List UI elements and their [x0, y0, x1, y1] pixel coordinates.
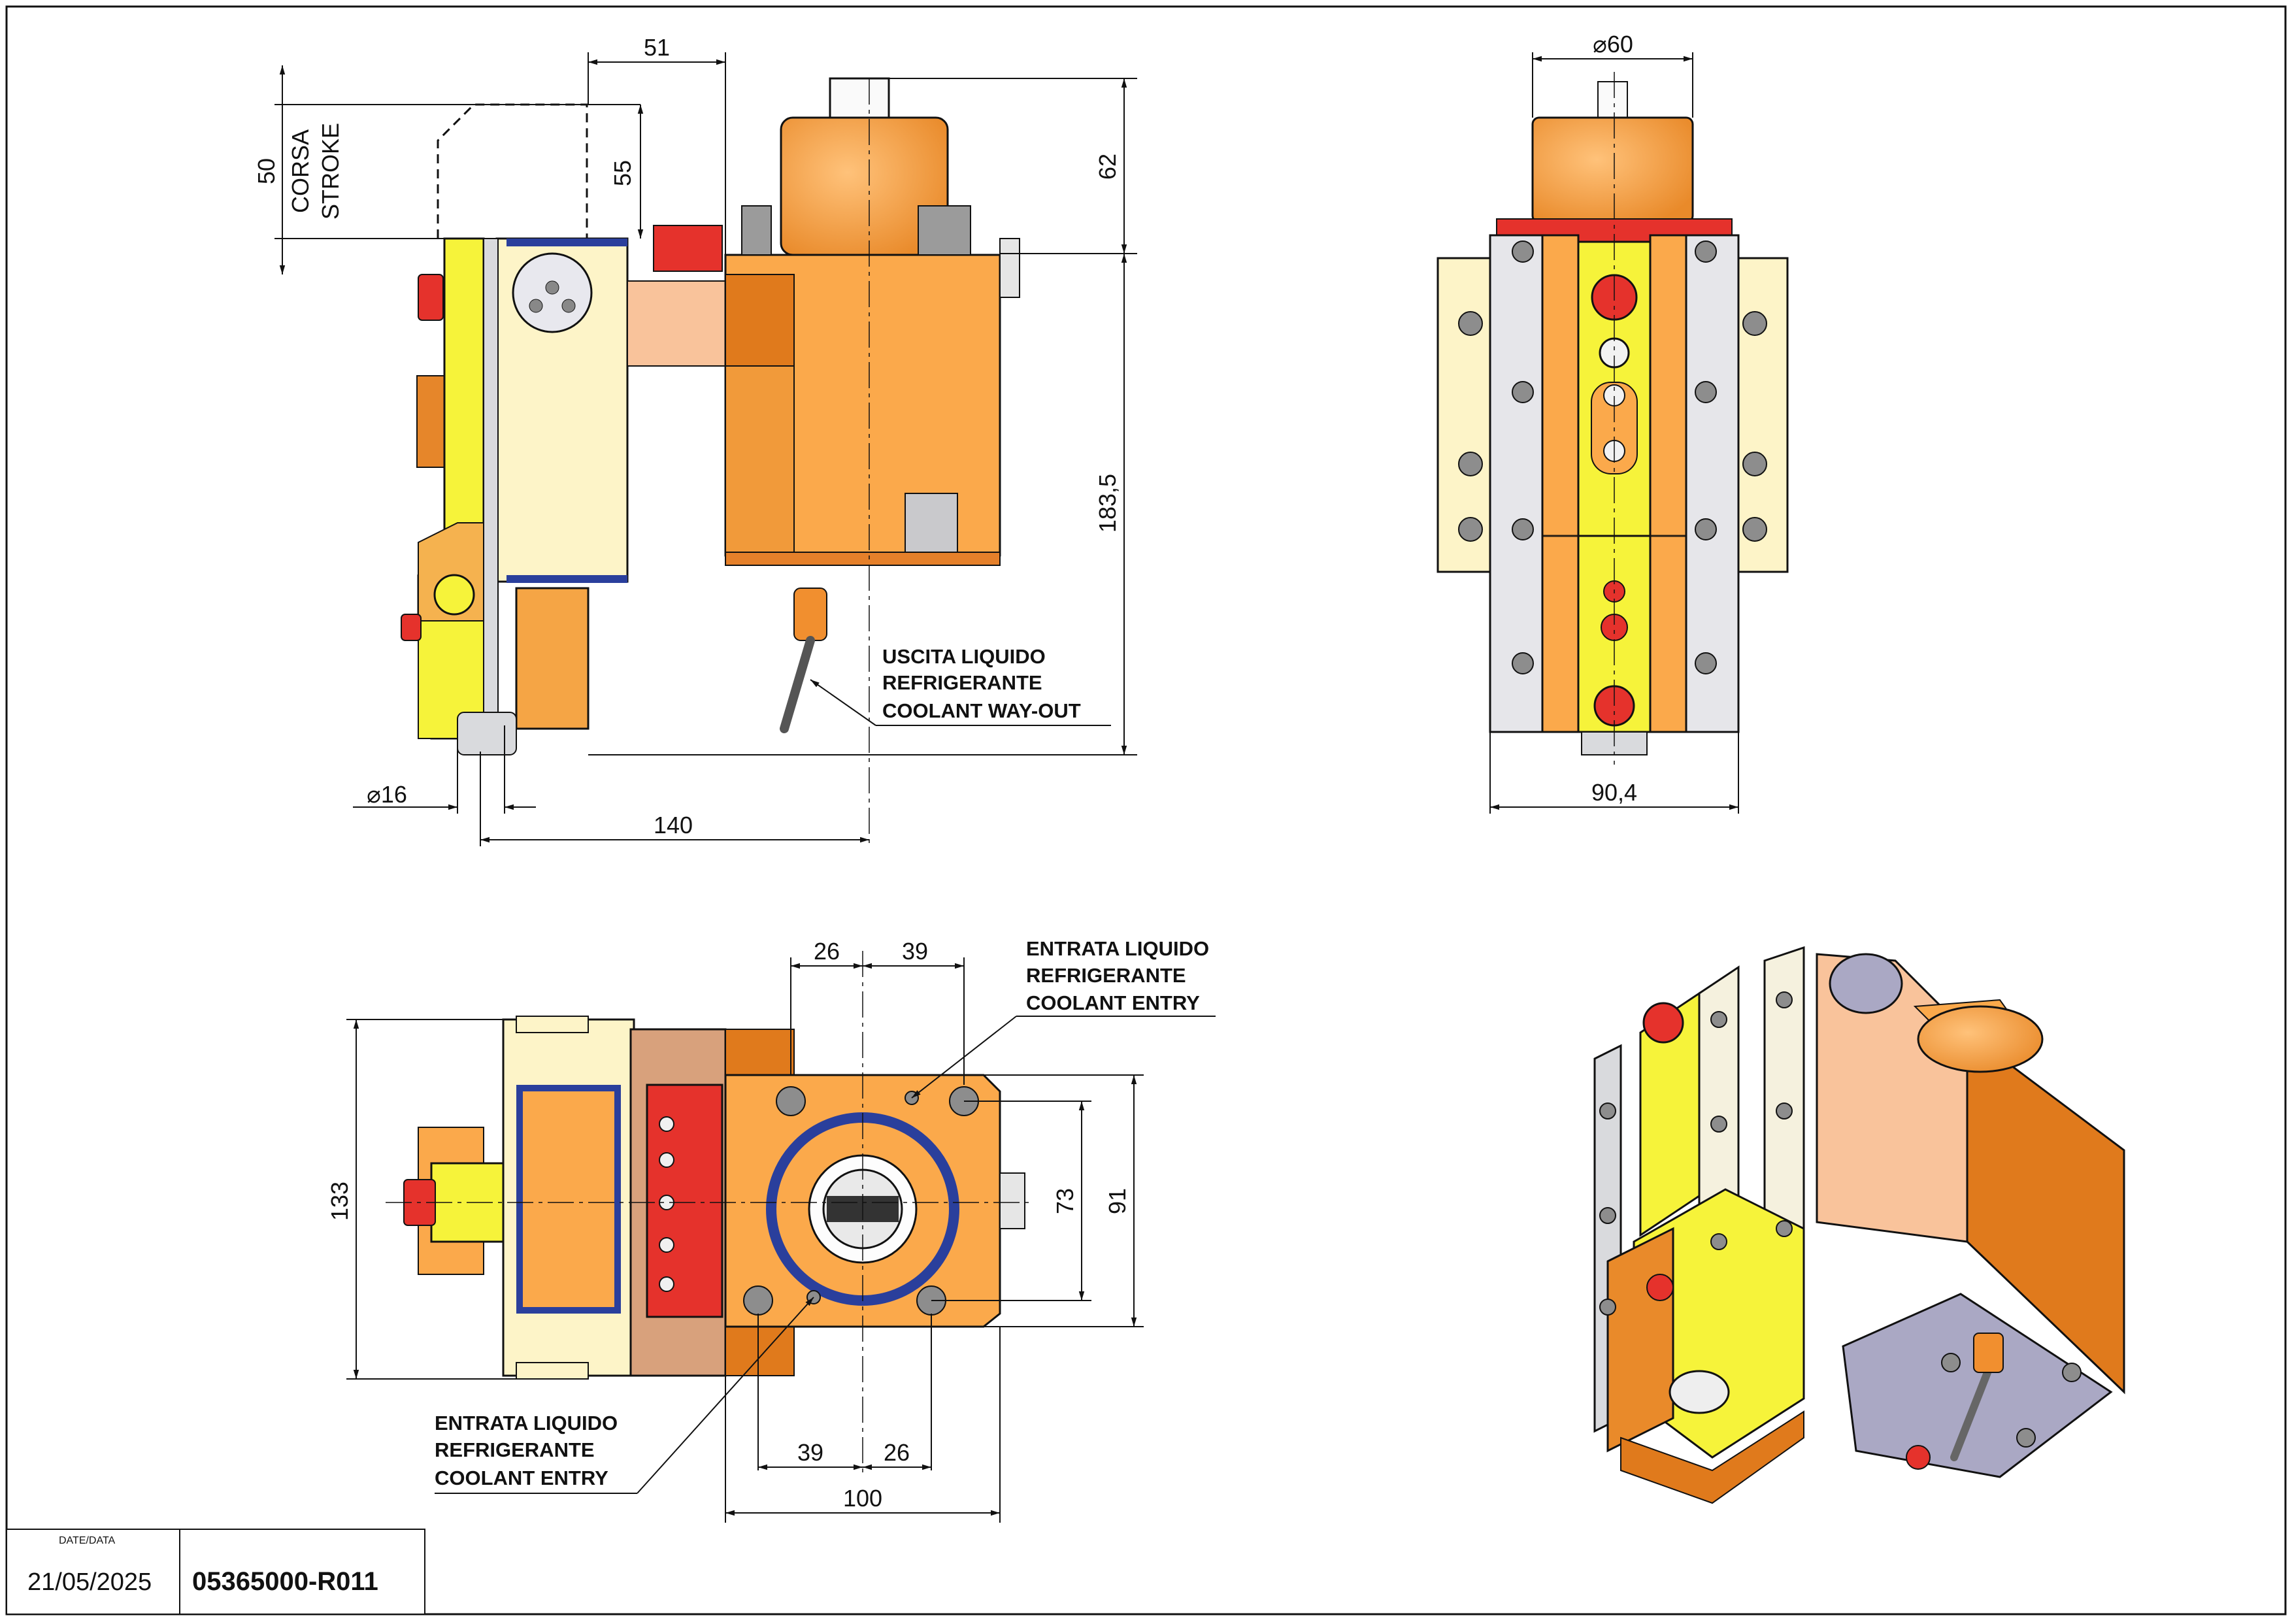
front-top-knob [1597, 81, 1628, 118]
note-coolant-out-2: REFRIGERANTE [882, 671, 1042, 694]
dim-diameter-60: ⌀60 [1593, 31, 1633, 58]
top-cream-blue-inner [516, 1085, 621, 1314]
iso-hose [1950, 1362, 1994, 1461]
dim-133: 133 [326, 1182, 353, 1221]
dim-62: 62 [1094, 154, 1121, 180]
housing-shade [725, 365, 795, 556]
top-red-ladder [646, 1084, 723, 1318]
front-screws [1458, 240, 1767, 674]
blue-band-top [507, 239, 627, 246]
side-tab [416, 375, 445, 468]
iso-screws [1599, 991, 2082, 1448]
bottom-foot [457, 712, 517, 755]
title-block-frame [6, 1529, 425, 1615]
dim-26-top: 26 [814, 938, 840, 965]
dim-50: 50 [253, 158, 280, 184]
peach-connector [627, 280, 726, 367]
motor-cap [829, 77, 890, 119]
cam-block [905, 493, 958, 553]
front-col-left [1489, 234, 1544, 733]
coolant-nozzle [793, 588, 827, 641]
note-entry-top-1: ENTRATA LIQUIDO [1026, 937, 1209, 960]
front-view: ⌀60 90,4 [1437, 31, 1789, 814]
top-knob [999, 1172, 1025, 1229]
dim-51: 51 [644, 34, 670, 61]
note-entry-top-2: REFRIGERANTE [1026, 964, 1186, 987]
housing-flange [725, 552, 1001, 566]
note-coolant-out-3: COOLANT WAY-OUT [882, 699, 1081, 722]
motor-nut-right [918, 205, 971, 256]
iso-spindle [1669, 1370, 1730, 1414]
top-red-ladder-screws [659, 1116, 674, 1292]
dim-55: 55 [609, 160, 636, 186]
dim-26-bottom: 26 [884, 1439, 910, 1466]
top-dark-orange-top [725, 1029, 795, 1076]
note-entry-bottom-3: COOLANT ENTRY [435, 1467, 608, 1489]
dim-90-4: 90,4 [1591, 779, 1637, 806]
title-block: DATE/DATA 21/05/2025 05365000-R011 [6, 1529, 425, 1615]
sheet-border [5, 5, 2287, 1616]
note-coolant-out-1: USCITA LIQUIDO [882, 645, 1046, 668]
red-nut-top [418, 274, 444, 321]
iso-red-bottom [1906, 1445, 1931, 1470]
note-entry-bottom-1: ENTRATA LIQUIDO [435, 1412, 618, 1434]
housing-dark-face [725, 274, 795, 367]
blue-band-bottom [507, 575, 627, 583]
leader-line [911, 1016, 1017, 1099]
coolant-hose [780, 636, 815, 733]
note-entry-top-3: COOLANT ENTRY [1026, 991, 1200, 1014]
pivot-screw [545, 280, 559, 295]
dim-39-bottom: 39 [797, 1439, 823, 1466]
side-rail [483, 238, 499, 742]
dim-100: 100 [843, 1485, 882, 1512]
date-value: 21/05/2025 [27, 1568, 152, 1596]
dim-diameter-16: ⌀16 [367, 781, 407, 808]
motor-body [780, 116, 949, 256]
iso-nozzle [1973, 1333, 2004, 1373]
dim-39-top: 39 [902, 938, 928, 965]
dim-91: 91 [1104, 1188, 1131, 1214]
isometric-view [1593, 946, 2125, 1504]
date-label: DATE/DATA [59, 1535, 116, 1546]
leader-line [810, 679, 876, 726]
dim-183-5: 183,5 [1094, 474, 1121, 533]
note-entry-bottom-2: REFRIGERANTE [435, 1438, 595, 1461]
pivot-screw [529, 299, 543, 313]
top-cream-foot-top [516, 1016, 589, 1033]
iso-base-bottom [1620, 1410, 1804, 1504]
iso-red-nut [1642, 1002, 1684, 1044]
dim-73: 73 [1052, 1188, 1078, 1214]
iso-orange-right [1966, 1031, 2125, 1395]
iso-orange-lower [1606, 1227, 1674, 1453]
stroke-phantom-outline [437, 103, 588, 239]
iso-slate-disc [1829, 953, 1903, 1014]
top-cream-foot-bottom [516, 1362, 589, 1380]
motor-nut-left [741, 205, 772, 256]
dim-140: 140 [654, 812, 693, 838]
front-col-right [1685, 234, 1740, 733]
iso-red-nut-lower [1646, 1274, 1674, 1301]
lower-orange-block [515, 587, 590, 730]
yellow-plug [433, 574, 475, 616]
iso-motor [1917, 1005, 2044, 1073]
dim-corsa: CORSA [287, 129, 314, 213]
red-clamp [653, 225, 723, 272]
top-view: 26 39 133 73 91 39 26 100 ENTRATA LIQUID… [326, 937, 1216, 1523]
side-knob [999, 238, 1020, 298]
front-motor [1531, 116, 1694, 224]
dim-stroke: STROKE [317, 123, 344, 220]
drawing-code: 05365000-R011 [192, 1567, 378, 1596]
pivot-screw [561, 299, 576, 313]
side-view: 51 50 CORSA STROKE 55 62 183,5 ⌀16 140 U… [253, 34, 1137, 846]
red-nut-bottom [401, 614, 422, 641]
iso-slate-base [1842, 1293, 2113, 1478]
leader-line [637, 1297, 814, 1494]
